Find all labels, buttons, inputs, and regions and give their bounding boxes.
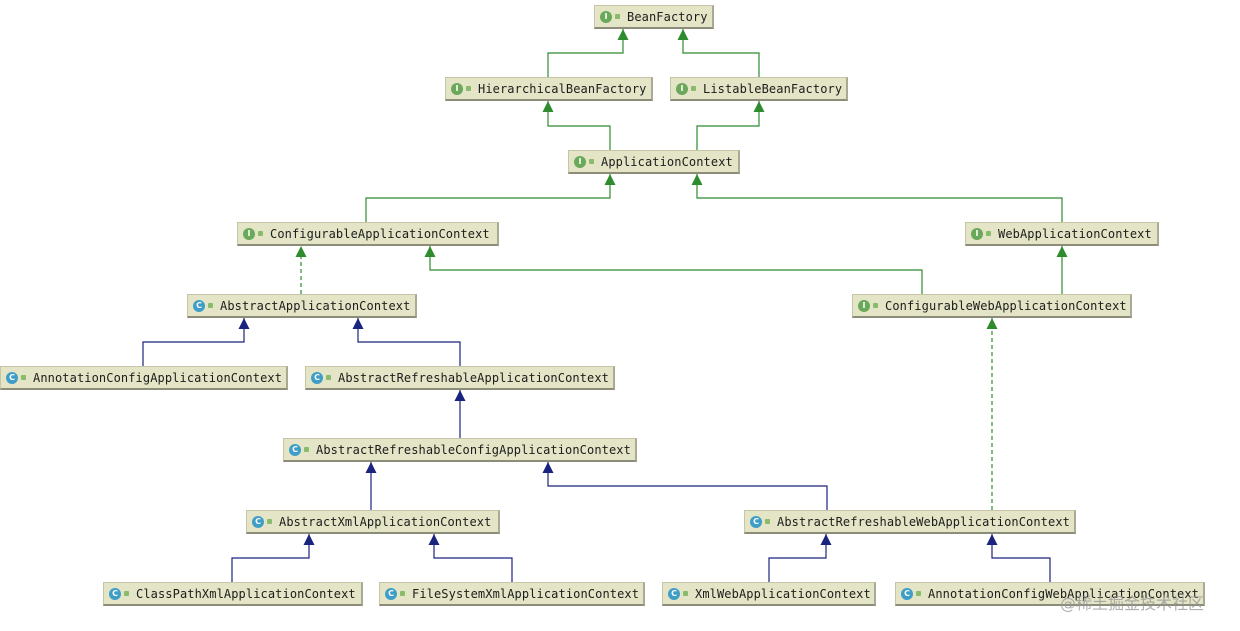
class-icon: C	[193, 299, 205, 312]
node-label: WebApplicationContext	[998, 226, 1152, 241]
class-icon: C	[750, 515, 762, 528]
edge-ac-to-lbf	[696, 101, 765, 150]
node-label: BeanFactory	[627, 9, 708, 24]
edge-ac-to-hbf	[542, 101, 611, 150]
edge-cac-to-ac	[365, 174, 616, 222]
node-label: ClassPathXmlApplicationContext	[136, 586, 356, 601]
public-visibility-icon	[208, 303, 213, 308]
public-visibility-icon	[873, 303, 878, 308]
class-icon: C	[901, 587, 913, 600]
public-visibility-icon	[400, 591, 405, 596]
edge-acwac-to-arwac	[986, 534, 1051, 582]
node-cpx[interactable]: C ClassPathXmlApplicationContext	[103, 582, 363, 606]
edge-lbf-to-bf	[677, 29, 760, 77]
edge-arac-to-aac	[352, 318, 461, 366]
node-arac[interactable]: C AbstractRefreshableApplicationContext	[305, 366, 615, 390]
node-ac[interactable]: I ApplicationContext	[568, 150, 740, 174]
node-axac[interactable]: C AbstractXmlApplicationContext	[246, 510, 500, 534]
node-label: AbstractXmlApplicationContext	[279, 514, 492, 529]
class-icon: C	[252, 515, 264, 528]
node-label: ApplicationContext	[601, 154, 733, 169]
node-lbf[interactable]: I ListableBeanFactory	[670, 77, 848, 101]
edge-wac-to-ac	[691, 174, 1063, 222]
public-visibility-icon	[21, 375, 26, 380]
watermark: @稀土掘金技术社区	[1060, 594, 1205, 613]
interface-icon: I	[243, 227, 255, 240]
node-label: ListableBeanFactory	[703, 81, 843, 96]
node-label: AnnotationConfigApplicationContext	[33, 370, 283, 385]
node-wac[interactable]: I WebApplicationContext	[965, 222, 1159, 246]
interface-icon: I	[858, 299, 870, 312]
node-label: AbstractRefreshableConfigApplicationCont…	[316, 442, 631, 457]
public-visibility-icon	[986, 231, 991, 236]
class-icon: C	[311, 371, 323, 384]
interface-icon: I	[676, 82, 688, 95]
public-visibility-icon	[258, 231, 263, 236]
node-acwac[interactable]: C AnnotationConfigWebApplicationContext	[895, 582, 1205, 606]
edge-hbf-to-bf	[547, 29, 629, 77]
edge-anac-to-aac	[142, 318, 250, 366]
edge-cwac-to-cac	[424, 246, 923, 294]
node-fsx[interactable]: C FileSystemXmlApplicationContext	[379, 582, 645, 606]
node-arwac[interactable]: C AbstractRefreshableWebApplicationContex…	[744, 510, 1076, 534]
node-label: ConfigurableApplicationContext	[270, 226, 490, 241]
node-arcac[interactable]: C AbstractRefreshableConfigApplicationCon…	[283, 438, 637, 462]
interface-icon: I	[971, 227, 983, 240]
public-visibility-icon	[466, 86, 471, 91]
node-xwac[interactable]: C XmlWebApplicationContext	[662, 582, 876, 606]
public-visibility-icon	[691, 86, 696, 91]
node-label: FileSystemXmlApplicationContext	[412, 586, 640, 601]
node-label: HierarchicalBeanFactory	[478, 81, 647, 96]
public-visibility-icon	[267, 519, 272, 524]
node-anac[interactable]: C AnnotationConfigApplicationContext	[0, 366, 288, 390]
class-icon: C	[289, 443, 301, 456]
node-aac[interactable]: C AbstractApplicationContext	[187, 294, 417, 318]
node-label: ConfigurableWebApplicationContext	[885, 298, 1127, 313]
edge-cpx-to-axac	[231, 534, 315, 582]
node-label: AbstractRefreshableApplicationContext	[338, 370, 610, 385]
node-label: AbstractApplicationContext	[220, 298, 411, 313]
class-icon: C	[385, 587, 397, 600]
node-cwac[interactable]: I ConfigurableWebApplicationContext	[852, 294, 1132, 318]
node-label: AnnotationConfigWebApplicationContext	[928, 586, 1200, 601]
node-label: XmlWebApplicationContext	[695, 586, 871, 601]
node-cac[interactable]: I ConfigurableApplicationContext	[237, 222, 499, 246]
class-icon: C	[109, 587, 121, 600]
edge-fsx-to-axac	[428, 534, 513, 582]
public-visibility-icon	[326, 375, 331, 380]
public-visibility-icon	[765, 519, 770, 524]
public-visibility-icon	[615, 14, 620, 19]
class-icon: C	[6, 371, 18, 384]
public-visibility-icon	[304, 447, 309, 452]
interface-icon: I	[574, 155, 586, 168]
public-visibility-icon	[589, 159, 594, 164]
public-visibility-icon	[124, 591, 129, 596]
class-icon: C	[668, 587, 680, 600]
node-label: AbstractRefreshableWebApplicationContext	[777, 514, 1070, 529]
node-hbf[interactable]: I HierarchicalBeanFactory	[445, 77, 653, 101]
public-visibility-icon	[683, 591, 688, 596]
node-bf[interactable]: I BeanFactory	[594, 5, 714, 29]
edge-arwac-to-arcac	[542, 462, 828, 510]
interface-icon: I	[451, 82, 463, 95]
interface-icon: I	[600, 10, 612, 23]
edge-xwac-to-arwac	[768, 534, 832, 582]
public-visibility-icon	[916, 591, 921, 596]
